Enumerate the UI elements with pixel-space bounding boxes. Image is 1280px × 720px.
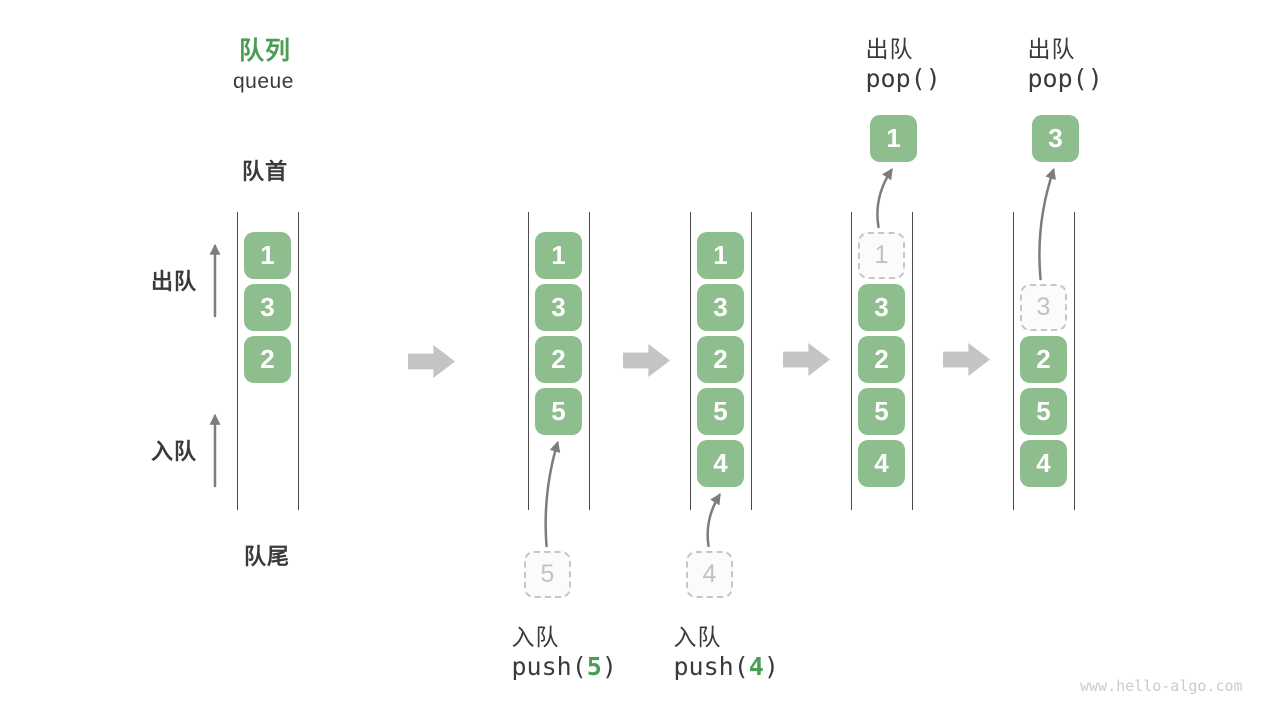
queue-cell-ghost: 1 [858,232,905,279]
label-queue-front: 队首 [242,159,289,184]
queue-cell: 2 [535,336,582,383]
queue-cell: 3 [858,284,905,331]
op-code-text: ) [763,652,779,681]
queue-cell: 1 [535,232,582,279]
queue-cell: 5 [697,388,744,435]
queue-cell: 4 [858,440,905,487]
dequeue-op-code: pop() [1027,64,1103,93]
queue-cell: 2 [1020,336,1067,383]
queue-rails [689,212,752,510]
queue-cell: 4 [697,440,744,487]
queue-cell: 3 [535,284,582,331]
label-dequeue-direction: 出队 [151,269,198,294]
queue-cell: 1 [244,232,291,279]
enqueue-op-label: 入队 [673,624,722,650]
queue-rails [1012,212,1075,510]
op-code-text: ) [601,652,617,681]
enqueue-op-code: push(5) [512,652,617,681]
dequeue-op-label: 出队 [865,36,914,62]
queue-cell: 5 [535,388,582,435]
op-code-text: push( [511,652,587,681]
queue-cell: 5 [858,388,905,435]
popped-cell: 3 [1032,115,1079,162]
queue-cell: 4 [1020,440,1067,487]
staging-cell: 5 [524,551,571,598]
queue-cell: 1 [697,232,744,279]
popped-cell: 1 [870,115,917,162]
queue-rails [850,212,913,510]
next-state-arrow-icon [408,345,455,378]
enqueue-op-code: push(4) [674,652,779,681]
queue-cell-ghost: 3 [1020,284,1067,331]
dequeue-op-label: 出队 [1027,36,1076,62]
queue-rails [527,212,590,510]
op-code-text: push( [673,652,749,681]
diagram-title-zh: 队列 [239,37,292,65]
dequeue-op-code: pop() [865,64,941,93]
next-state-arrow-icon [623,344,670,377]
next-state-arrow-icon [783,343,830,376]
queue-cell: 2 [244,336,291,383]
enqueue-op-label: 入队 [511,624,560,650]
queue-cell: 2 [858,336,905,383]
next-state-arrow-icon [943,343,990,376]
label-queue-rear: 队尾 [244,544,291,569]
staging-cell: 4 [686,551,733,598]
diagram-title-en: queue [233,70,294,93]
queue-cell: 2 [697,336,744,383]
op-code-arg: 5 [586,652,602,681]
queue-rails [236,212,299,510]
queue-cell: 3 [697,284,744,331]
watermark: www.hello-algo.com [1080,677,1243,695]
op-code-arg: 4 [748,652,764,681]
queue-cell: 5 [1020,388,1067,435]
label-enqueue-direction: 入队 [151,439,198,464]
queue-cell: 3 [244,284,291,331]
